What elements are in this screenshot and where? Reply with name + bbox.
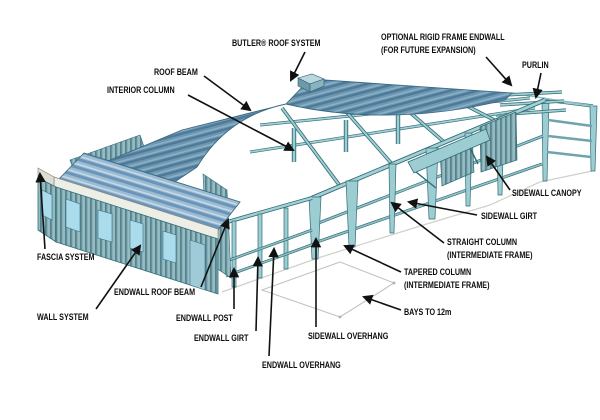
sidewall-canopy-shape	[407, 128, 491, 189]
windows	[41, 189, 206, 291]
bay-outline	[260, 261, 396, 319]
attached-building	[37, 152, 241, 295]
ground-lines	[221, 170, 593, 319]
callout-arrows	[35, 51, 543, 357]
rooftop-unit	[297, 73, 325, 93]
corner-column	[308, 196, 322, 260]
straight-column-shape	[388, 163, 397, 234]
tapered-column-shape	[345, 180, 359, 248]
interior-columns	[291, 110, 401, 162]
door	[189, 239, 206, 291]
